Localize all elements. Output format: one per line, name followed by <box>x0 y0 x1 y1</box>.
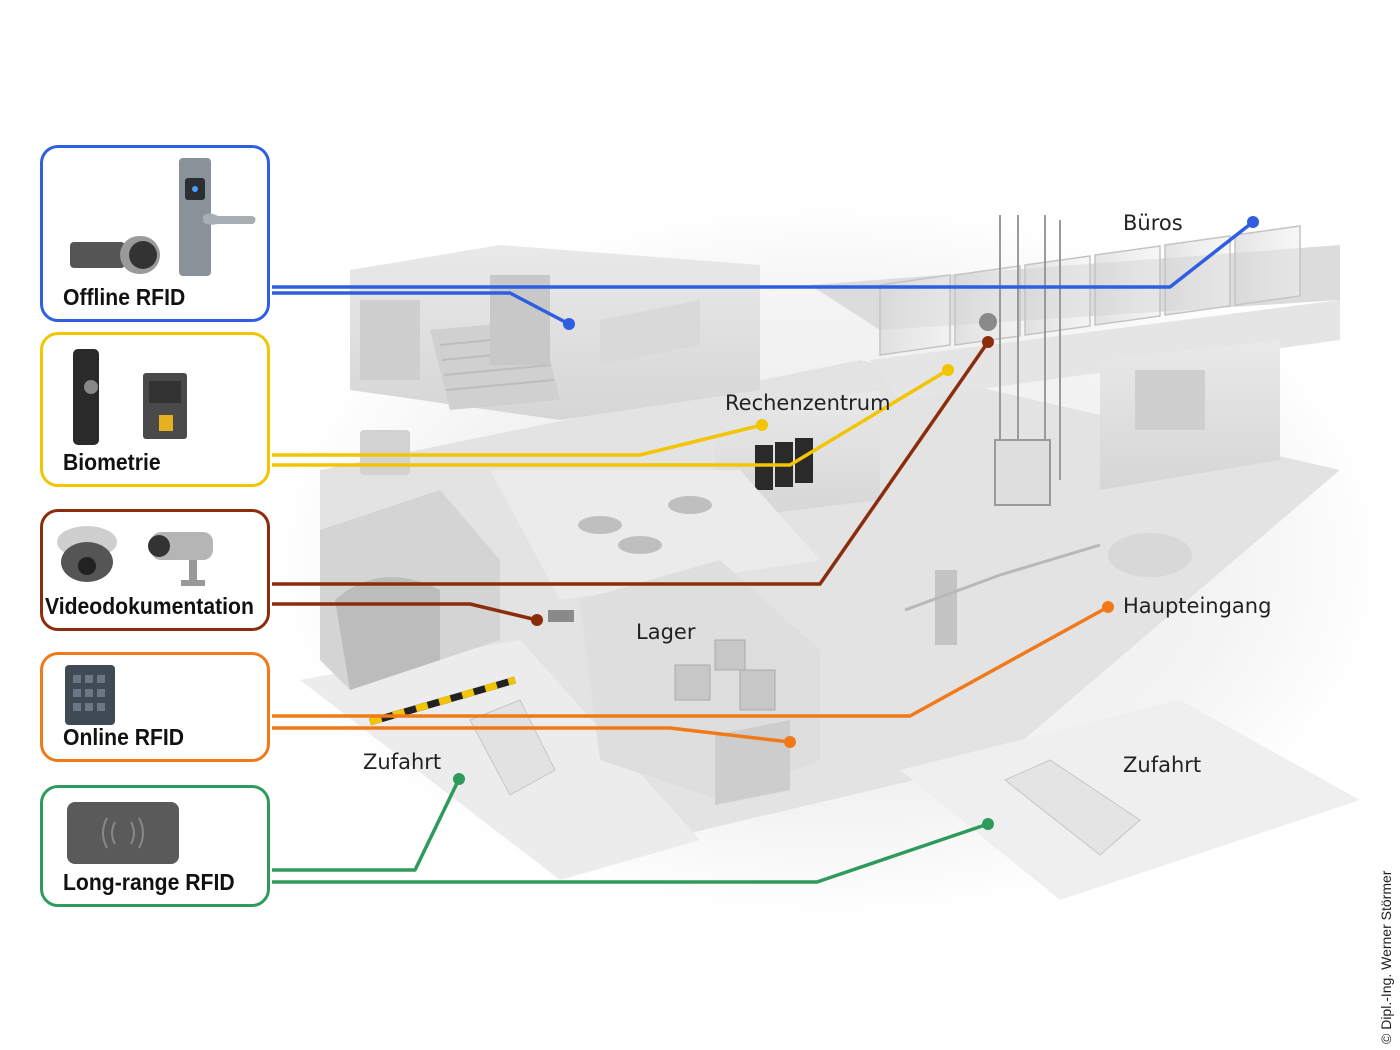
bullet-camera-icon <box>148 532 213 586</box>
line-offline-rfid-buros <box>272 220 1255 289</box>
dot-buros <box>1247 216 1259 228</box>
dot-warehouse <box>784 736 796 748</box>
dot-zufahrt-right <box>982 818 994 830</box>
line-video-ceiling <box>272 341 990 586</box>
warehouse-door <box>715 720 790 805</box>
legend-label: Long-range RFID <box>63 869 235 895</box>
line-longrange-left <box>272 778 461 872</box>
car-left <box>469 699 556 796</box>
info-pillar <box>935 570 957 645</box>
legend-biometrie: Biometrie <box>40 332 270 487</box>
canteen-tables <box>578 496 712 554</box>
server-racks <box>755 438 813 490</box>
line-longrange-right <box>272 822 989 884</box>
dot-rechenzentrum <box>756 419 768 431</box>
door-handle-lock-icon <box>179 158 256 276</box>
fingerprint-reader-icon <box>73 349 99 445</box>
long-range-antenna-icon <box>67 802 179 864</box>
dot-zufahrt-left <box>453 773 465 785</box>
keypad-fingerprint-icon <box>143 373 187 439</box>
legend-label: Videodokumentation <box>45 593 254 619</box>
dot-video-ceiling <box>982 336 994 348</box>
line-offline-rfid-upper <box>272 291 570 326</box>
road-right <box>900 700 1360 900</box>
label-zufahrt-right: Zufahrt <box>1123 753 1202 777</box>
line-online-rfid-entrance <box>272 605 1109 718</box>
dot-upper-offline <box>563 318 575 330</box>
endpoint-dots <box>453 216 1259 830</box>
dome-camera-icon <box>57 526 117 582</box>
copyright-notice: © Dipl.-Ing. Werner Störmer <box>1378 870 1394 1044</box>
legend-long-range-rfid: Long-range RFID <box>40 785 270 907</box>
cylinder-lock-icon <box>70 236 160 274</box>
rfid-keypad-reader-icon <box>65 665 115 725</box>
shelves-left <box>360 300 420 380</box>
legend-label: Offline RFID <box>63 284 186 310</box>
forklift <box>360 430 410 475</box>
label-zufahrt-left: Zufahrt <box>363 750 442 774</box>
lockers <box>1135 370 1205 430</box>
warehouse-boxes <box>674 639 776 711</box>
dot-office-biometrie <box>942 364 954 376</box>
legend-label: Biometrie <box>63 449 161 475</box>
legend-offline-rfid: Offline RFID <box>40 145 270 322</box>
legend-label: Online RFID <box>63 724 185 750</box>
car-right <box>1004 759 1141 856</box>
dome-camera-ceiling <box>979 313 997 331</box>
elevator-shaft <box>994 215 1061 506</box>
reception-desk <box>1108 533 1192 577</box>
line-biometrie-datacenter <box>272 423 763 457</box>
dot-haupteingang <box>1102 601 1114 613</box>
connector-lines <box>272 220 1255 884</box>
legend-videodokumentation: Videodokumentation <box>40 509 270 631</box>
canteen-floor <box>490 470 820 600</box>
label-rechenzentrum: Rechenzentrum <box>725 391 891 415</box>
line-video-wall <box>272 602 538 622</box>
legend-online-rfid: Online RFID <box>40 652 270 762</box>
bullet-camera-wall <box>548 610 574 622</box>
line-online-rfid-warehouse <box>272 726 791 744</box>
entrance-gates <box>904 543 1101 612</box>
label-lager: Lager <box>636 620 696 644</box>
line-biometrie-office <box>272 368 949 467</box>
dot-video-wall <box>531 614 543 626</box>
office-floor-slab <box>870 300 1340 400</box>
server-racks-upper <box>490 275 550 365</box>
label-haupteingang: Haupteingang <box>1123 594 1272 618</box>
label-bueros: Büros <box>1123 211 1183 235</box>
turnstiles-upper <box>600 300 700 365</box>
